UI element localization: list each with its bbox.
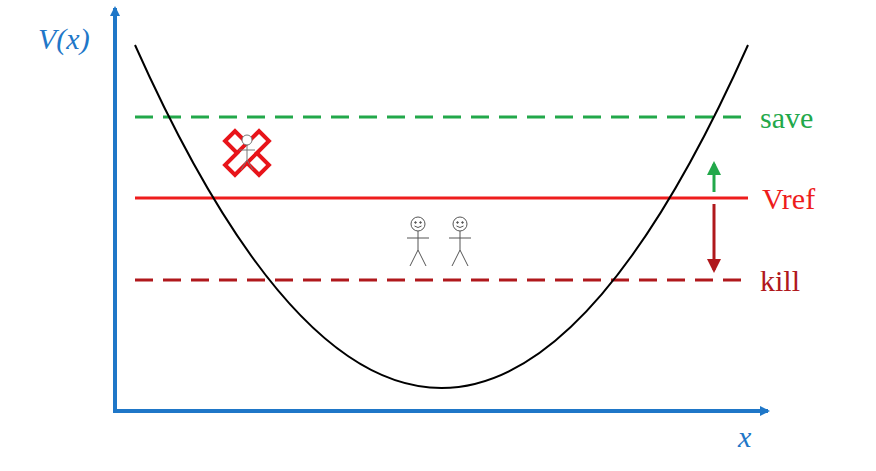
save-arrow <box>713 164 716 192</box>
killed-walker <box>213 119 281 187</box>
potential-curve <box>135 45 748 388</box>
kill-arrow <box>713 204 716 270</box>
level-label: save <box>760 103 813 133</box>
y-axis <box>113 8 117 411</box>
save-level-line <box>135 116 748 119</box>
axis-label: V(x) <box>38 24 90 54</box>
walker-figure <box>407 217 429 266</box>
axis-label: x <box>738 422 751 452</box>
level-label: kill <box>760 266 800 296</box>
vref-line <box>135 197 748 200</box>
walker-figure <box>449 217 471 266</box>
level-label: Vref <box>762 184 815 214</box>
kill-level-line <box>135 279 748 282</box>
x-axis <box>113 409 768 413</box>
